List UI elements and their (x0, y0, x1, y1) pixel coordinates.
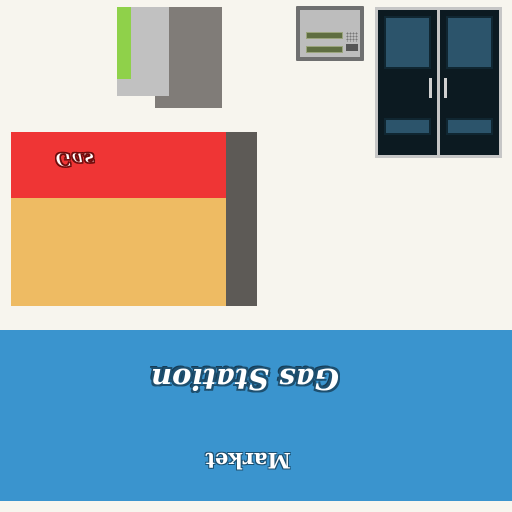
atm-icon[interactable] (296, 6, 364, 61)
store-sign (0, 330, 512, 501)
gas-counter-top[interactable] (11, 132, 226, 198)
counter-side (226, 132, 257, 306)
fridge-window (384, 16, 431, 69)
fridge-shelf (384, 118, 431, 135)
wall-panel-accent (117, 7, 131, 79)
floor-strip (0, 501, 512, 512)
fridge-window (446, 16, 493, 69)
fridge-handle (429, 78, 432, 98)
drinks-fridge-icon[interactable] (375, 7, 502, 158)
atm-screen-slot (306, 32, 343, 39)
fridge-handle (444, 78, 447, 98)
fridge-shelf (446, 118, 493, 135)
gas-counter-label: Gas (55, 148, 95, 171)
atm-keypad-icon (346, 32, 358, 42)
gas-counter-body[interactable] (11, 198, 226, 306)
atm-cash-slot (306, 46, 343, 53)
atm-face (300, 10, 360, 57)
store-sign-subtitle: Market (205, 448, 291, 473)
atm-card-slot (346, 44, 358, 51)
fridge-door-left[interactable] (378, 10, 437, 155)
store-sign-title: Gas Station (151, 362, 339, 396)
fridge-door-right[interactable] (440, 10, 499, 155)
